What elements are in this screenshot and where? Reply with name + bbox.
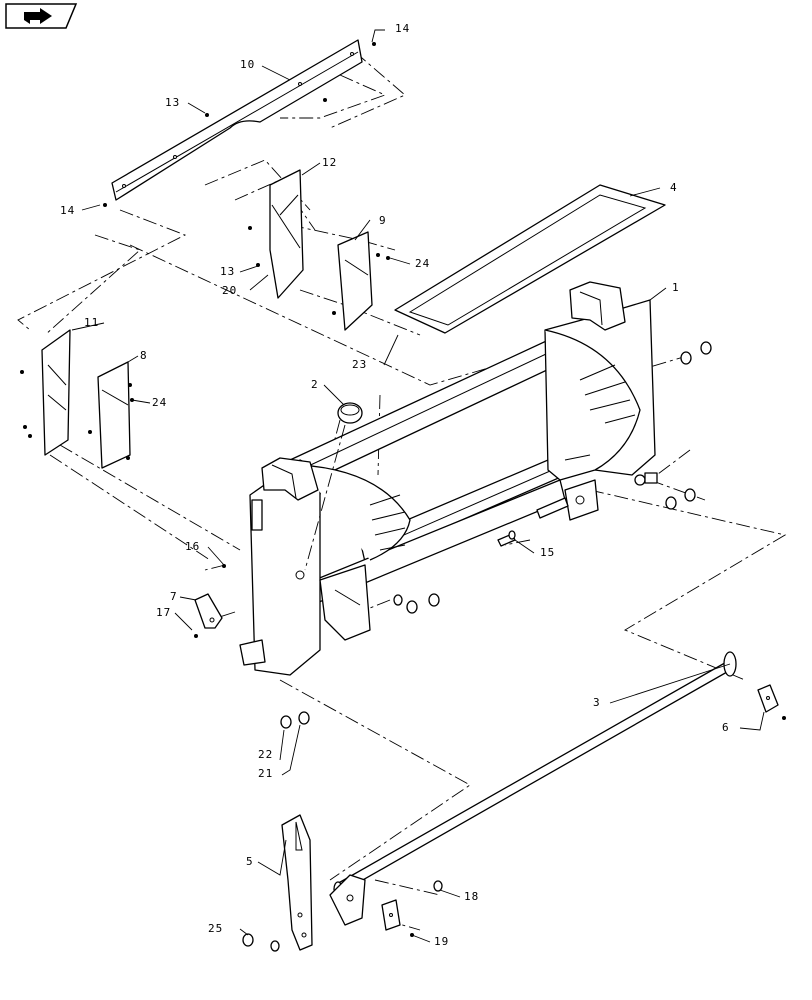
callout-24-top: 24	[415, 257, 430, 270]
callout-21: 21	[258, 767, 273, 780]
rod-end-bracket	[329, 874, 366, 926]
part-12-plate	[269, 169, 304, 299]
part-10-strip	[111, 39, 363, 201]
callout-24-left: 24	[152, 396, 167, 409]
callout-13-top: 13	[165, 96, 180, 109]
hardware	[20, 42, 786, 952]
callout-7: 7	[170, 590, 178, 603]
callout-25: 25	[208, 922, 223, 935]
part-9-plate	[337, 231, 373, 331]
callout-18: 18	[464, 890, 479, 903]
callout-20: 20	[222, 284, 237, 297]
part-7-plate	[194, 593, 223, 629]
callout-8: 8	[140, 349, 148, 362]
arrow-right-icon	[24, 8, 52, 24]
part-6-bracket	[757, 684, 779, 713]
callout-23: 23	[352, 358, 367, 371]
callout-12: 12	[322, 156, 337, 169]
callout-13-mid: 13	[220, 265, 235, 278]
callout-9: 9	[379, 214, 387, 227]
part-19-bracket	[381, 899, 401, 931]
callout-labels: 14 10 13 14 12 4 9 24 13 20 11 1 8 23 24…	[60, 22, 730, 948]
callout-2: 2	[311, 378, 319, 391]
part-8-plate	[97, 361, 131, 469]
part-11-plate	[41, 329, 71, 456]
callout-17: 17	[156, 606, 171, 619]
callout-16: 16	[185, 540, 200, 553]
callout-19: 19	[434, 935, 449, 948]
callout-5: 5	[246, 855, 254, 868]
callout-11: 11	[84, 316, 99, 329]
part-2-plug	[304, 402, 363, 571]
nav-button[interactable]	[5, 3, 78, 29]
callout-10: 10	[240, 58, 255, 71]
callout-14-top: 14	[395, 22, 410, 35]
callout-22: 22	[258, 748, 273, 761]
part-1-frame	[239, 281, 658, 676]
callout-1: 1	[672, 281, 680, 294]
callout-3: 3	[593, 696, 601, 709]
callout-14-left: 14	[60, 204, 75, 217]
callout-leaders	[71, 29, 765, 943]
part-5-lever	[281, 814, 313, 951]
part-4-pad	[394, 184, 666, 334]
callout-6: 6	[722, 721, 730, 734]
callout-15: 15	[540, 546, 555, 559]
part-3-rod	[333, 651, 737, 897]
callout-4: 4	[670, 181, 678, 194]
